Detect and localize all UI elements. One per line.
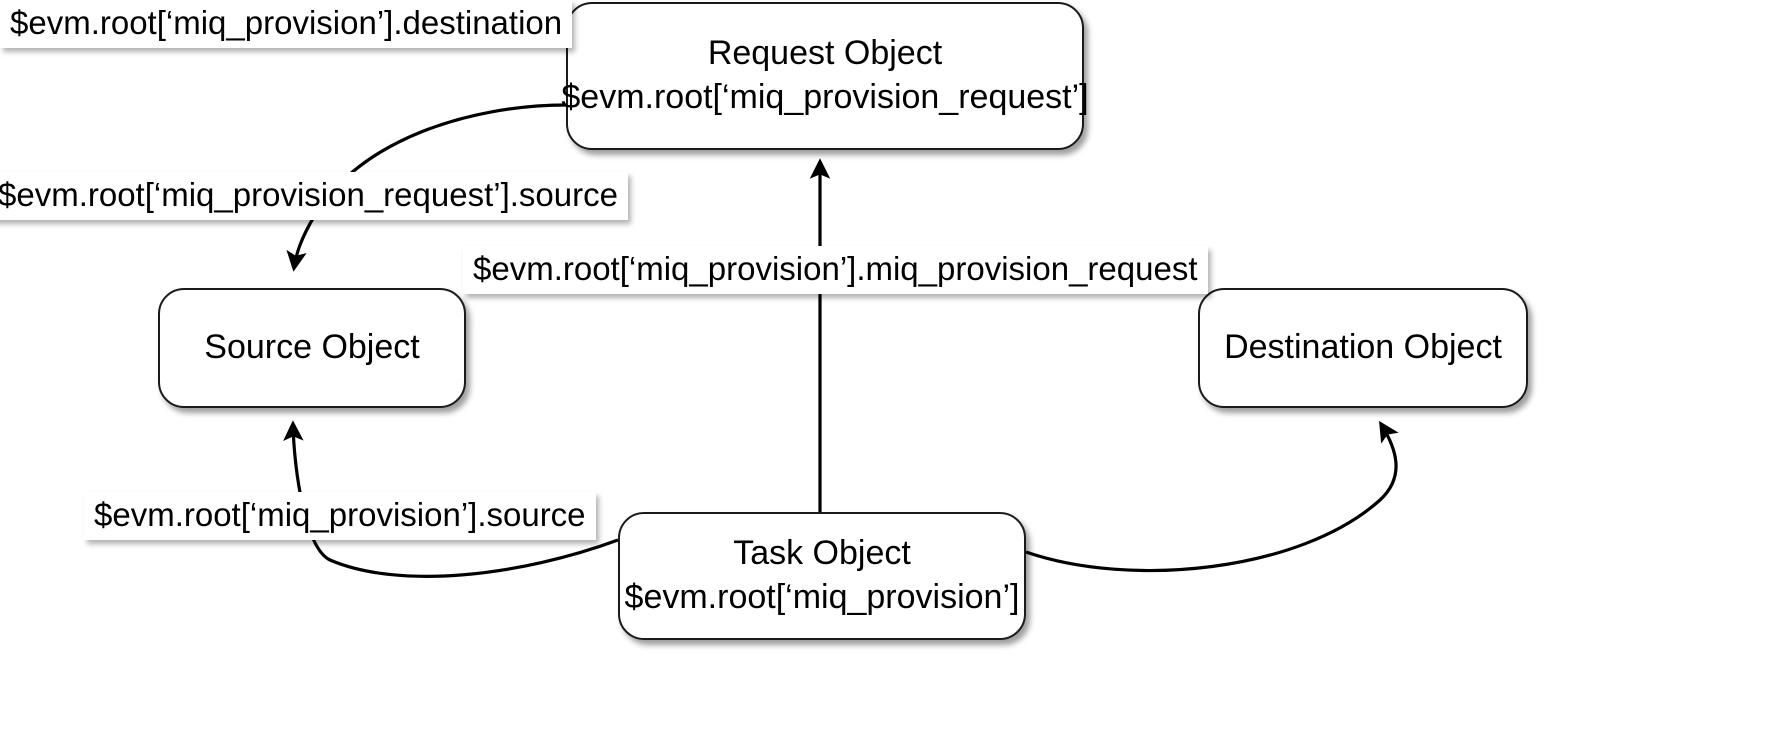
node-task-title: Task Object [733,534,911,573]
node-source-title: Source Object [204,328,420,367]
edge-label-provision-destination: $evm.root[‘miq_provision’].destination [0,0,573,48]
edge-request-to-source [286,103,567,272]
edge-label-provision-request: $evm.root[‘miq_provision’].miq_provision… [463,246,1208,294]
node-source-object[interactable]: Source Object [158,288,466,408]
edge-task-to-destination [1025,420,1399,573]
node-task-object[interactable]: Task Object $evm.root[‘miq_provision’] [618,512,1026,640]
edge-task-to-source [283,420,619,578]
edge-label-provision-source: $evm.root[‘miq_provision’].source [84,492,596,540]
node-task-path: $evm.root[‘miq_provision’] [624,578,1020,616]
node-request-object[interactable]: Request Object $evm.root[‘miq_provision_… [561,2,1089,150]
edge-label-request-source: $evm.root[‘miq_provision_request’].sourc… [0,172,628,220]
node-request-title: Request Object [707,34,943,73]
node-destination-title: Destination Object [1224,328,1502,367]
node-request-path: $evm.root[‘miq_provision_request’] [561,78,1089,116]
node-destination-object[interactable]: Destination Object [1198,288,1528,408]
